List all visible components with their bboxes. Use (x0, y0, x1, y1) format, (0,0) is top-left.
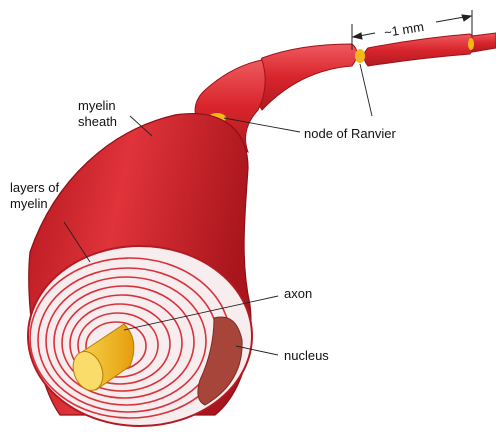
nucleus-label: nucleus (284, 348, 329, 363)
myelin-segment-middle (255, 44, 357, 110)
node-of-ranvier-label: node of Ranvier (304, 126, 396, 141)
axon-label: axon (284, 286, 312, 301)
layers-of-myelin-label-line-1: layers of (10, 180, 60, 195)
myelin-segment-far (364, 34, 475, 66)
node-of-ranvier-leader-2 (360, 64, 372, 116)
myelin-sheath-label: myelin sheath (78, 98, 119, 129)
myelin-sheath-label-line-1: myelin (78, 98, 116, 113)
myelin-sheath-label-line-2: sheath (78, 114, 117, 129)
distant-node-axon (355, 49, 365, 63)
layers-of-myelin-label-line-2: myelin (10, 196, 48, 211)
scale-label: ~1 mm (383, 19, 425, 40)
far-node-axon (468, 38, 474, 50)
cross-section (28, 246, 252, 426)
myelin-segment-farthest (472, 33, 496, 52)
